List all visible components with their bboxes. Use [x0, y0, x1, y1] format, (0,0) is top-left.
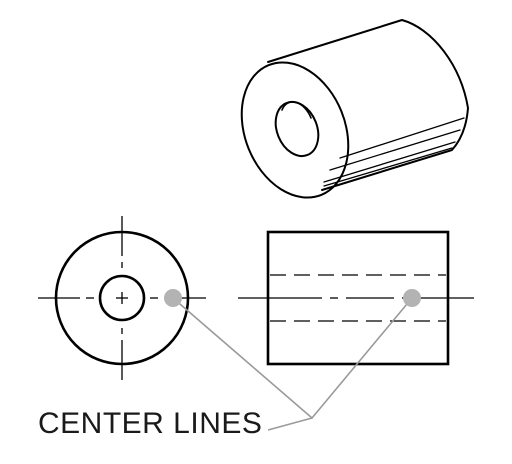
cylinder-bore-hole	[274, 100, 320, 158]
front-view	[38, 216, 206, 380]
side-view-hidden-lines	[270, 274, 446, 322]
front-view-center-lines	[38, 216, 206, 380]
callout-leader	[172, 297, 413, 420]
callout-dot-side-view	[403, 289, 421, 307]
center-lines-label: CENTER LINES	[38, 407, 262, 440]
center-lines-callout	[164, 289, 421, 431]
cylinder-shading-lines	[323, 117, 465, 187]
side-view	[238, 230, 474, 366]
cylinder-body-outline	[267, 19, 469, 191]
isometric-cylinder-view	[240, 19, 469, 199]
callout-leader-tail	[267, 417, 313, 431]
callout-dot-front-view	[164, 289, 182, 307]
cylinder-bore-depth	[281, 101, 312, 119]
front-view-inner-circle	[98, 274, 146, 322]
cylinder-front-face	[240, 61, 350, 199]
